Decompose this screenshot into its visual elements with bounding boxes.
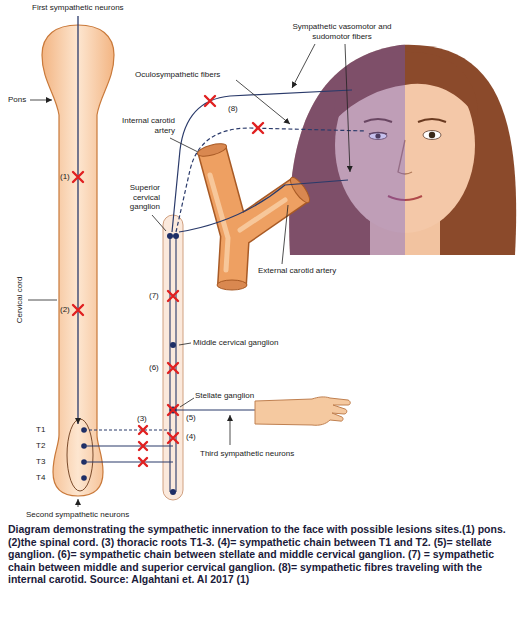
leader-line [236,80,290,124]
artery-highlight [210,175,285,270]
leader-line [28,300,57,301]
callout-number: (4) [186,432,196,442]
part-label: T1 [36,425,45,435]
lesion-x [168,405,178,415]
part-label: Internal carotid artery [100,116,175,135]
callout-number: (5) [186,413,196,423]
anhidrosis-overlay [280,40,405,256]
chain-fibres [170,236,176,492]
neuron-dot [81,475,87,481]
root-fibre [84,461,173,462]
artery-cut-end [287,175,312,205]
lesion-x [139,426,147,434]
arm [255,397,350,425]
part-label: Third sympathetic neurons [200,449,294,459]
leader-line [78,499,79,507]
leader-line [179,343,191,345]
lesion-x [205,96,215,106]
part-label: T2 [36,441,45,451]
leader-line [292,44,315,88]
callout-number: (8) [228,104,238,114]
lesion-x [168,291,178,301]
ganglion-dot [167,233,173,239]
part-label: First sympathetic neurons [32,3,124,13]
part-label: Pons [8,95,26,105]
lesion-x [168,363,178,373]
root-fibre [84,429,173,430]
part-label: Superior cervical ganglion [118,183,160,212]
leader-line [152,215,166,231]
leader-line [30,100,52,101]
part-label: Sympathetic vasomotor and sudomotor fibe… [292,22,392,41]
sympathetic-chain [163,215,183,500]
lesion-x [253,123,263,133]
callout-number: (2) [60,305,70,315]
first-neuron-arrow [77,16,78,424]
part-label: Middle cervical ganglion [193,338,278,348]
lesion-x [73,305,83,315]
leader-line [230,415,231,445]
eyebrow [418,119,446,122]
leader-lines [28,44,350,507]
part-label: T4 [36,473,45,483]
face-illustration [280,40,516,256]
ganglion-dot [170,489,176,495]
part-label: Oculosympathetic fibers [135,70,220,80]
artery-cut-end [217,280,247,290]
part-label: T3 [36,457,45,467]
part-label: Cervical cord [15,277,25,324]
artery-cut-end [196,141,228,158]
lesion-x [168,433,178,443]
callout-number: (1) [60,172,70,182]
callout-number: (3) [137,414,147,424]
lesion-x [139,458,147,466]
ganglion-dot [173,233,179,239]
part-label: Second sympathetic neurons [26,510,129,520]
ganglion-dot [170,342,176,348]
leader-line [170,138,198,152]
lesion-marks [73,96,263,466]
pupil [429,132,435,138]
figure-caption: Diagram demonstrating the sympathetic in… [8,523,512,586]
leader-line [180,398,194,407]
lesion-x [139,442,147,450]
oculosympathetic-fibre [176,128,366,232]
sudomotor-fibre [179,180,348,232]
leader-line [345,44,350,172]
arm-fibre [176,409,255,410]
part-label: Stellate ganglion [195,391,254,401]
lesion-x [73,172,83,182]
part-label: External carotid artery [258,266,336,276]
eye [423,131,441,140]
callout-number: (6) [149,363,159,373]
root-fibre [84,445,173,446]
leader-line [282,205,288,264]
vasomotor-fibre [172,90,352,232]
callout-number: (7) [149,291,159,301]
